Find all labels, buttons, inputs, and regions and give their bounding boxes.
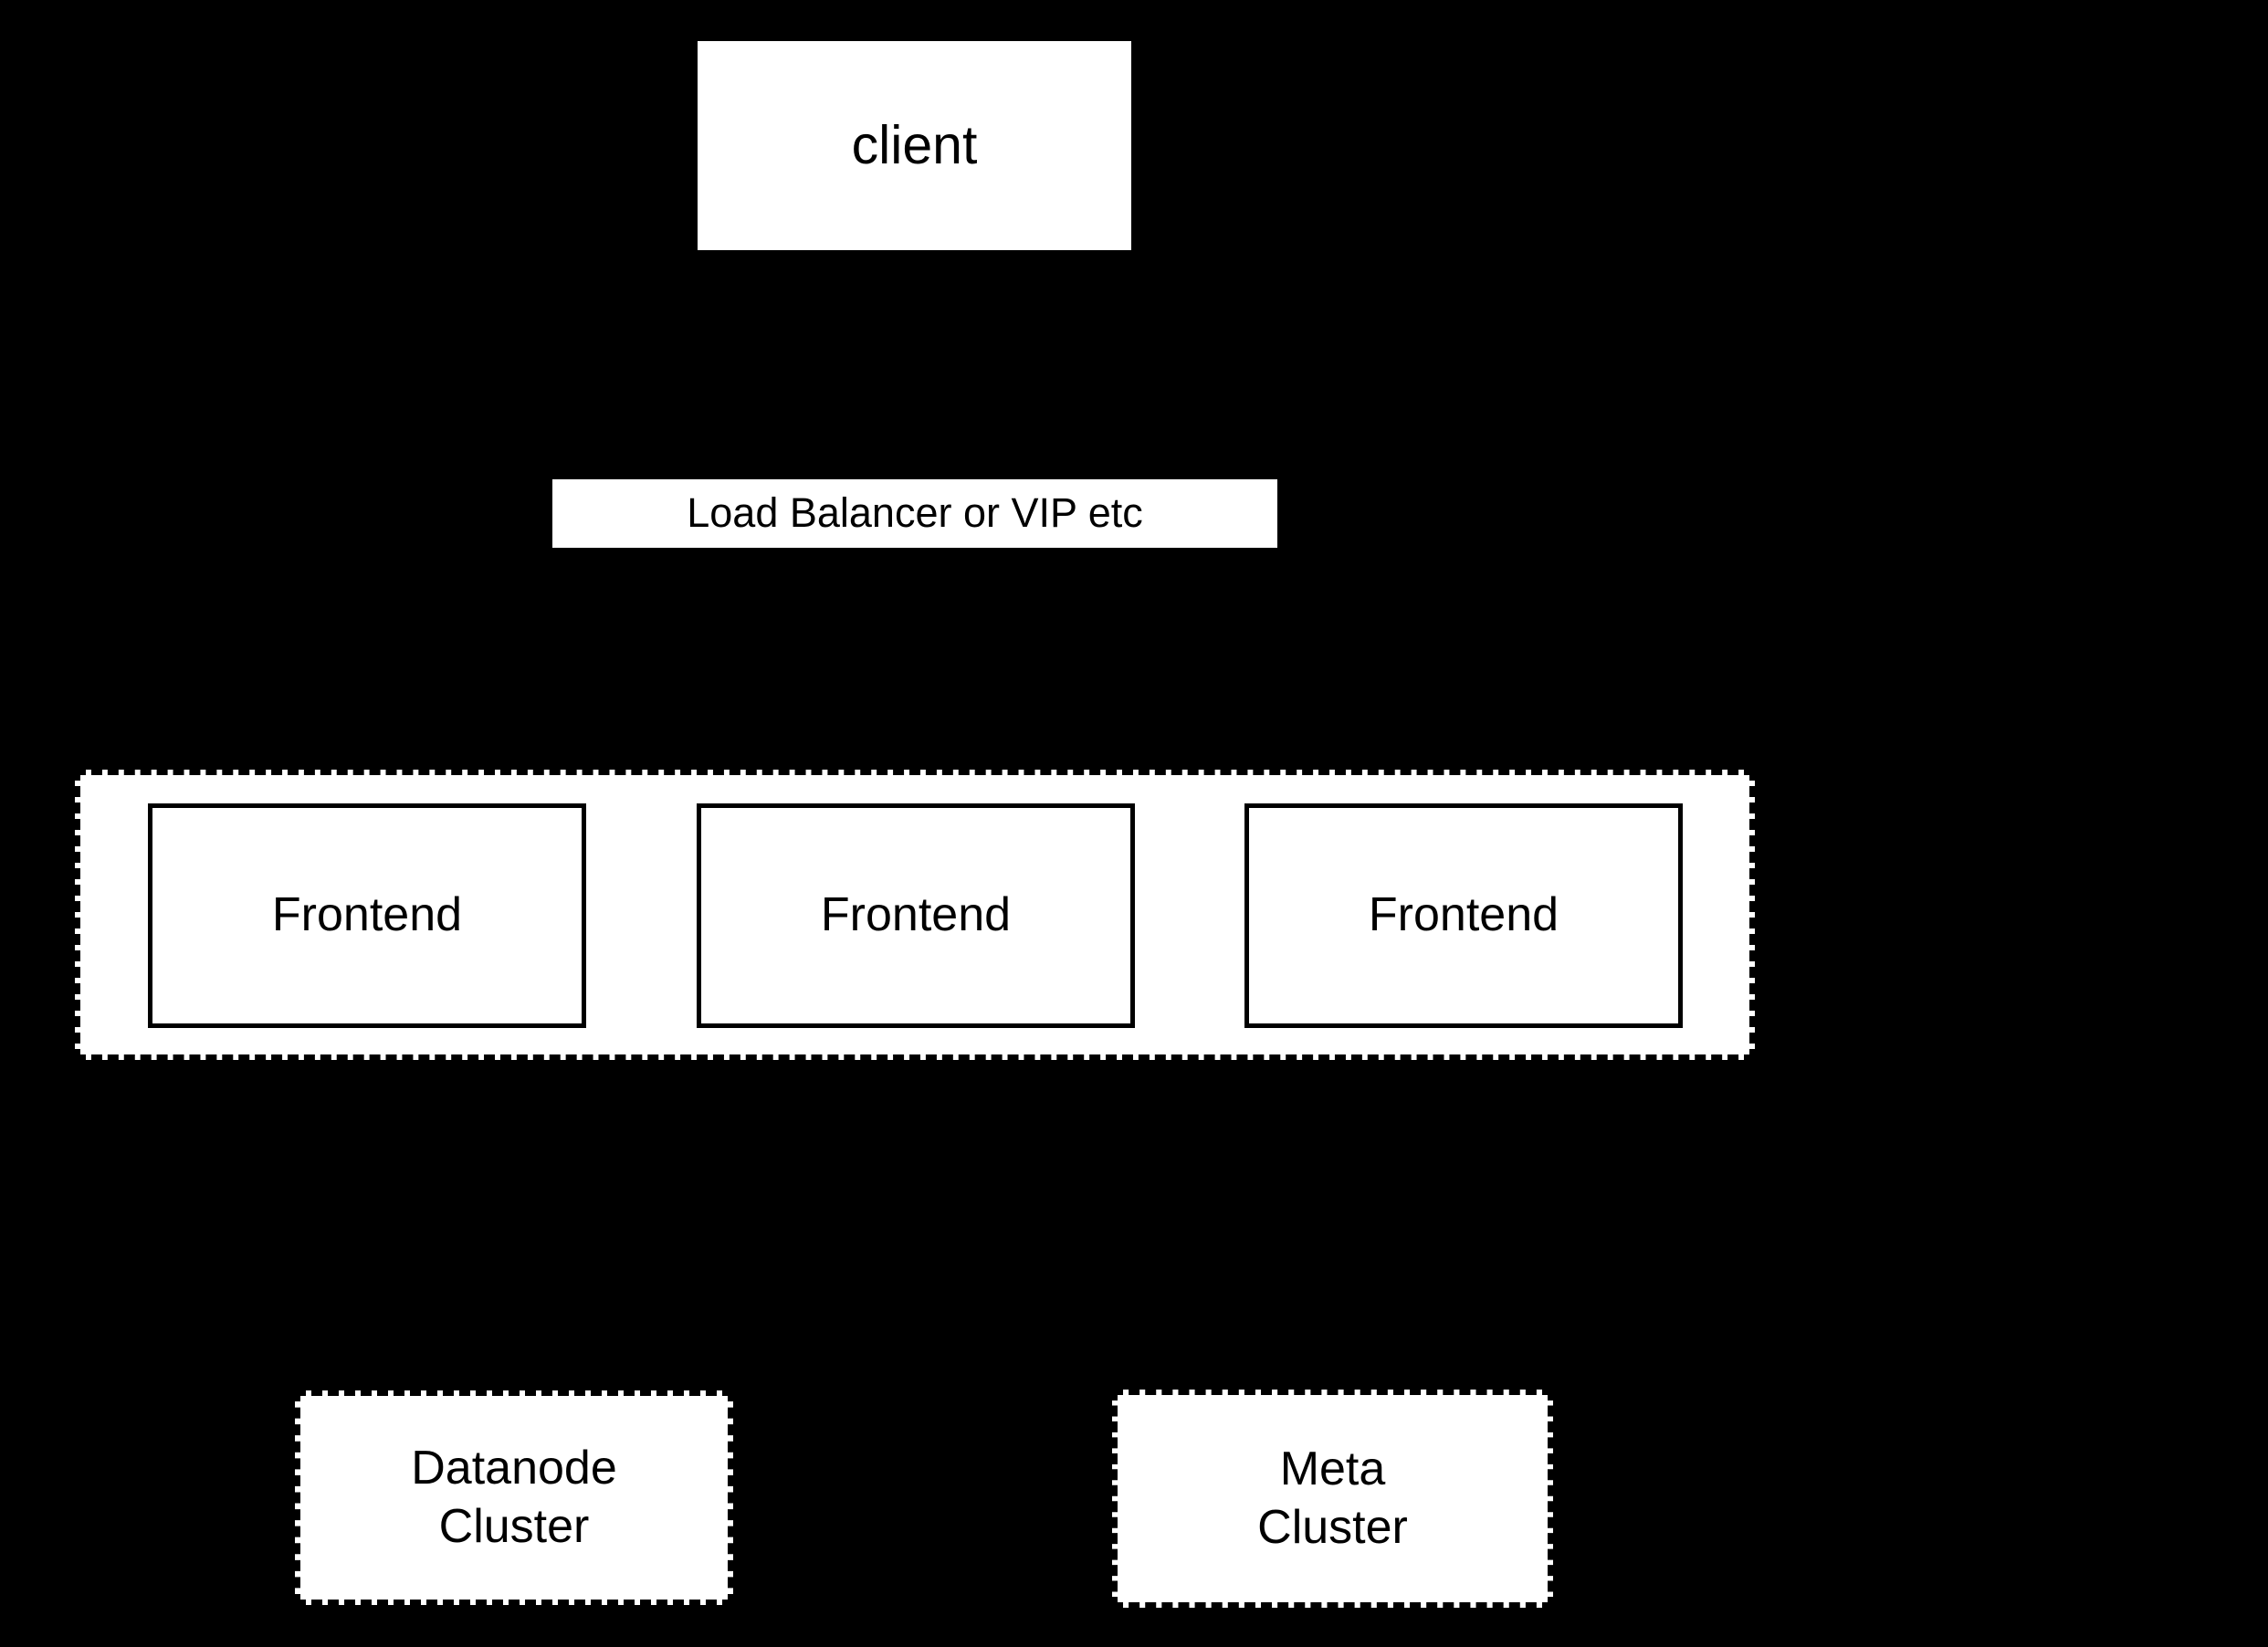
node-frontend-3[interactable]: Frontend bbox=[1244, 803, 1683, 1028]
node-frontend-2[interactable]: Frontend bbox=[697, 803, 1135, 1028]
node-meta-cluster[interactable]: Meta Cluster bbox=[1112, 1390, 1553, 1608]
node-load-balancer[interactable]: Load Balancer or VIP etc bbox=[551, 478, 1278, 549]
node-frontend-1[interactable]: Frontend bbox=[148, 803, 586, 1028]
node-datanode-cluster[interactable]: Datanode Cluster bbox=[295, 1390, 733, 1605]
node-client[interactable]: client bbox=[697, 40, 1132, 251]
